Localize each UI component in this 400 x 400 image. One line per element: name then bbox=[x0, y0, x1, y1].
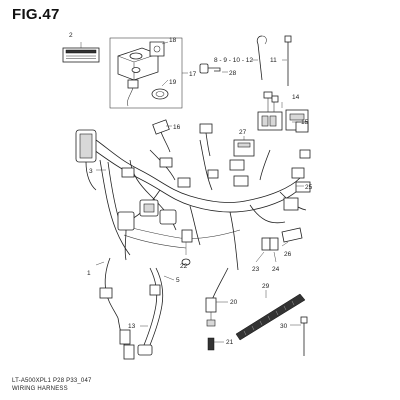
switch-nut bbox=[151, 88, 169, 100]
main-coupler-left bbox=[75, 129, 97, 191]
callout-23: 23 bbox=[252, 266, 260, 273]
terminal bbox=[207, 337, 224, 351]
cable-tie-lower bbox=[290, 316, 308, 356]
callout-15: 15 bbox=[301, 119, 309, 126]
figure-title: FIG.47 bbox=[12, 6, 60, 23]
callout-24: 24 bbox=[272, 266, 280, 273]
callout-2: 2 bbox=[69, 32, 73, 39]
model-code-caption: LT-A500XPL1 P28 P33_047 bbox=[12, 378, 92, 384]
callout-27: 27 bbox=[239, 129, 247, 136]
callout-13: 13 bbox=[128, 323, 136, 330]
callout-26: 26 bbox=[284, 251, 292, 258]
callout-20: 20 bbox=[230, 299, 238, 306]
leader-lines bbox=[95, 41, 304, 327]
relay bbox=[233, 136, 255, 157]
callout-30: 30 bbox=[280, 323, 288, 330]
callout-22: 22 bbox=[180, 263, 188, 270]
grommet-small bbox=[181, 258, 191, 266]
callout-11: 11 bbox=[270, 57, 277, 64]
protector-tube bbox=[235, 290, 306, 341]
callout-8-9-10-12: 8 - 9 - 10 - 12 bbox=[214, 57, 253, 64]
switch-bracket bbox=[149, 41, 165, 57]
callout-29: 29 bbox=[262, 283, 270, 290]
callout-16: 16 bbox=[173, 124, 181, 131]
connector-cluster-upper bbox=[121, 119, 249, 188]
wire-clamp bbox=[252, 35, 267, 81]
lower-harness-branch bbox=[99, 257, 164, 360]
callout-25: 25 bbox=[305, 184, 313, 191]
callout-5: 5 bbox=[176, 277, 180, 284]
callout-17: 17 bbox=[189, 71, 197, 78]
coupler-cluster-middle bbox=[117, 199, 177, 261]
figure-name-caption: WIRING HARNESS bbox=[12, 386, 68, 392]
ignition-key bbox=[199, 63, 228, 74]
callout-18: 18 bbox=[169, 37, 177, 44]
callout-1: 1 bbox=[87, 270, 91, 277]
fuse-box bbox=[257, 91, 309, 133]
connector-cluster-right bbox=[283, 149, 311, 211]
cable-tie bbox=[282, 35, 292, 86]
callout-28: 28 bbox=[229, 70, 237, 77]
warning-label-sticker bbox=[62, 42, 100, 63]
ignition-switch-assembly bbox=[117, 47, 159, 107]
sensor-grommet bbox=[205, 267, 229, 327]
callout-21: 21 bbox=[226, 339, 234, 346]
callout-14: 14 bbox=[292, 94, 300, 101]
main-wiring-harness bbox=[93, 139, 307, 271]
callout-3: 3 bbox=[89, 168, 93, 175]
wire-guide-parts bbox=[181, 227, 303, 255]
callout-19: 19 bbox=[169, 79, 177, 86]
